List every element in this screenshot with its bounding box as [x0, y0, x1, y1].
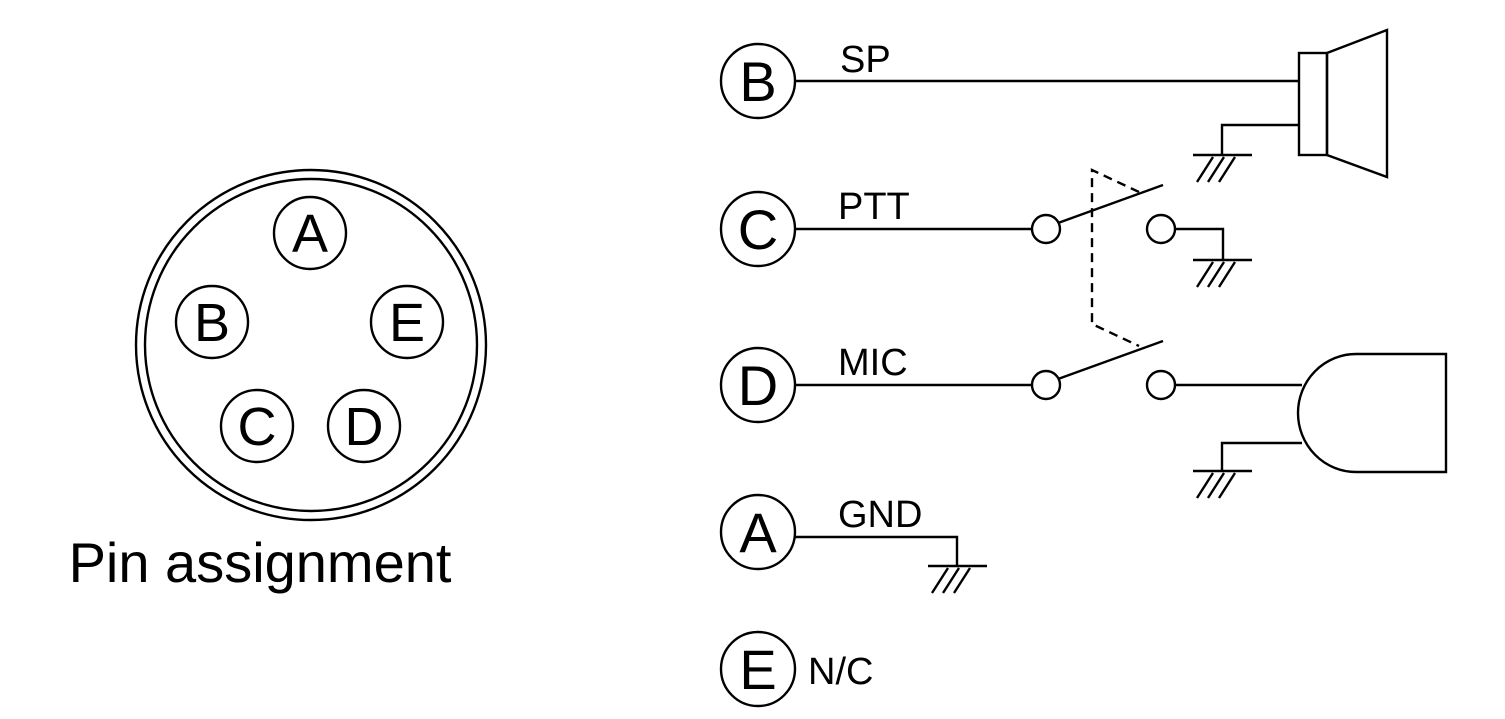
svg-text:B: B [194, 293, 230, 353]
row-c-ptt: C PTT [719, 183, 1252, 288]
row-a-gnd: A GND [719, 493, 987, 594]
row-d-signal-label: MIC [838, 342, 908, 384]
connector-pin-d: D [326, 388, 402, 464]
row-b-signal-label: SP [840, 39, 891, 81]
row-a-signal-label: GND [838, 494, 922, 536]
mic-switch-icon [1030, 339, 1177, 401]
ptt-switch-icon [1030, 183, 1177, 245]
row-e-pin-letter: E [739, 638, 776, 701]
microphone-icon [1296, 352, 1448, 474]
ground-icon [1193, 153, 1252, 183]
row-a-pin-letter: A [739, 501, 777, 564]
connector-pin-a: A [272, 195, 348, 271]
switch-linkage [1090, 168, 1140, 348]
svg-text:E: E [389, 293, 425, 353]
row-e-nc: E N/C [719, 630, 873, 708]
pin-assignment-caption: Pin assignment [69, 531, 452, 594]
row-c-pin-letter: C [738, 198, 778, 261]
ground-icon [928, 564, 987, 594]
ground-icon [1193, 469, 1252, 499]
connector-pin-c: C [219, 388, 295, 464]
row-d-pin-letter: D [738, 354, 778, 417]
row-d-mic: D MIC [719, 339, 1448, 499]
row-b-sp: B SP [719, 28, 1389, 183]
connector-pin-b: B [174, 284, 250, 360]
ground-icon [1193, 258, 1252, 288]
speaker-icon [1297, 28, 1389, 179]
row-c-signal-label: PTT [838, 186, 910, 228]
svg-text:C: C [238, 397, 277, 457]
svg-text:A: A [292, 204, 328, 264]
connector-pin-e: E [369, 284, 445, 360]
connector-face: A B E C D [134, 168, 488, 522]
row-e-signal-label: N/C [808, 651, 873, 693]
row-b-pin-letter: B [739, 50, 776, 113]
svg-text:D: D [345, 397, 384, 457]
